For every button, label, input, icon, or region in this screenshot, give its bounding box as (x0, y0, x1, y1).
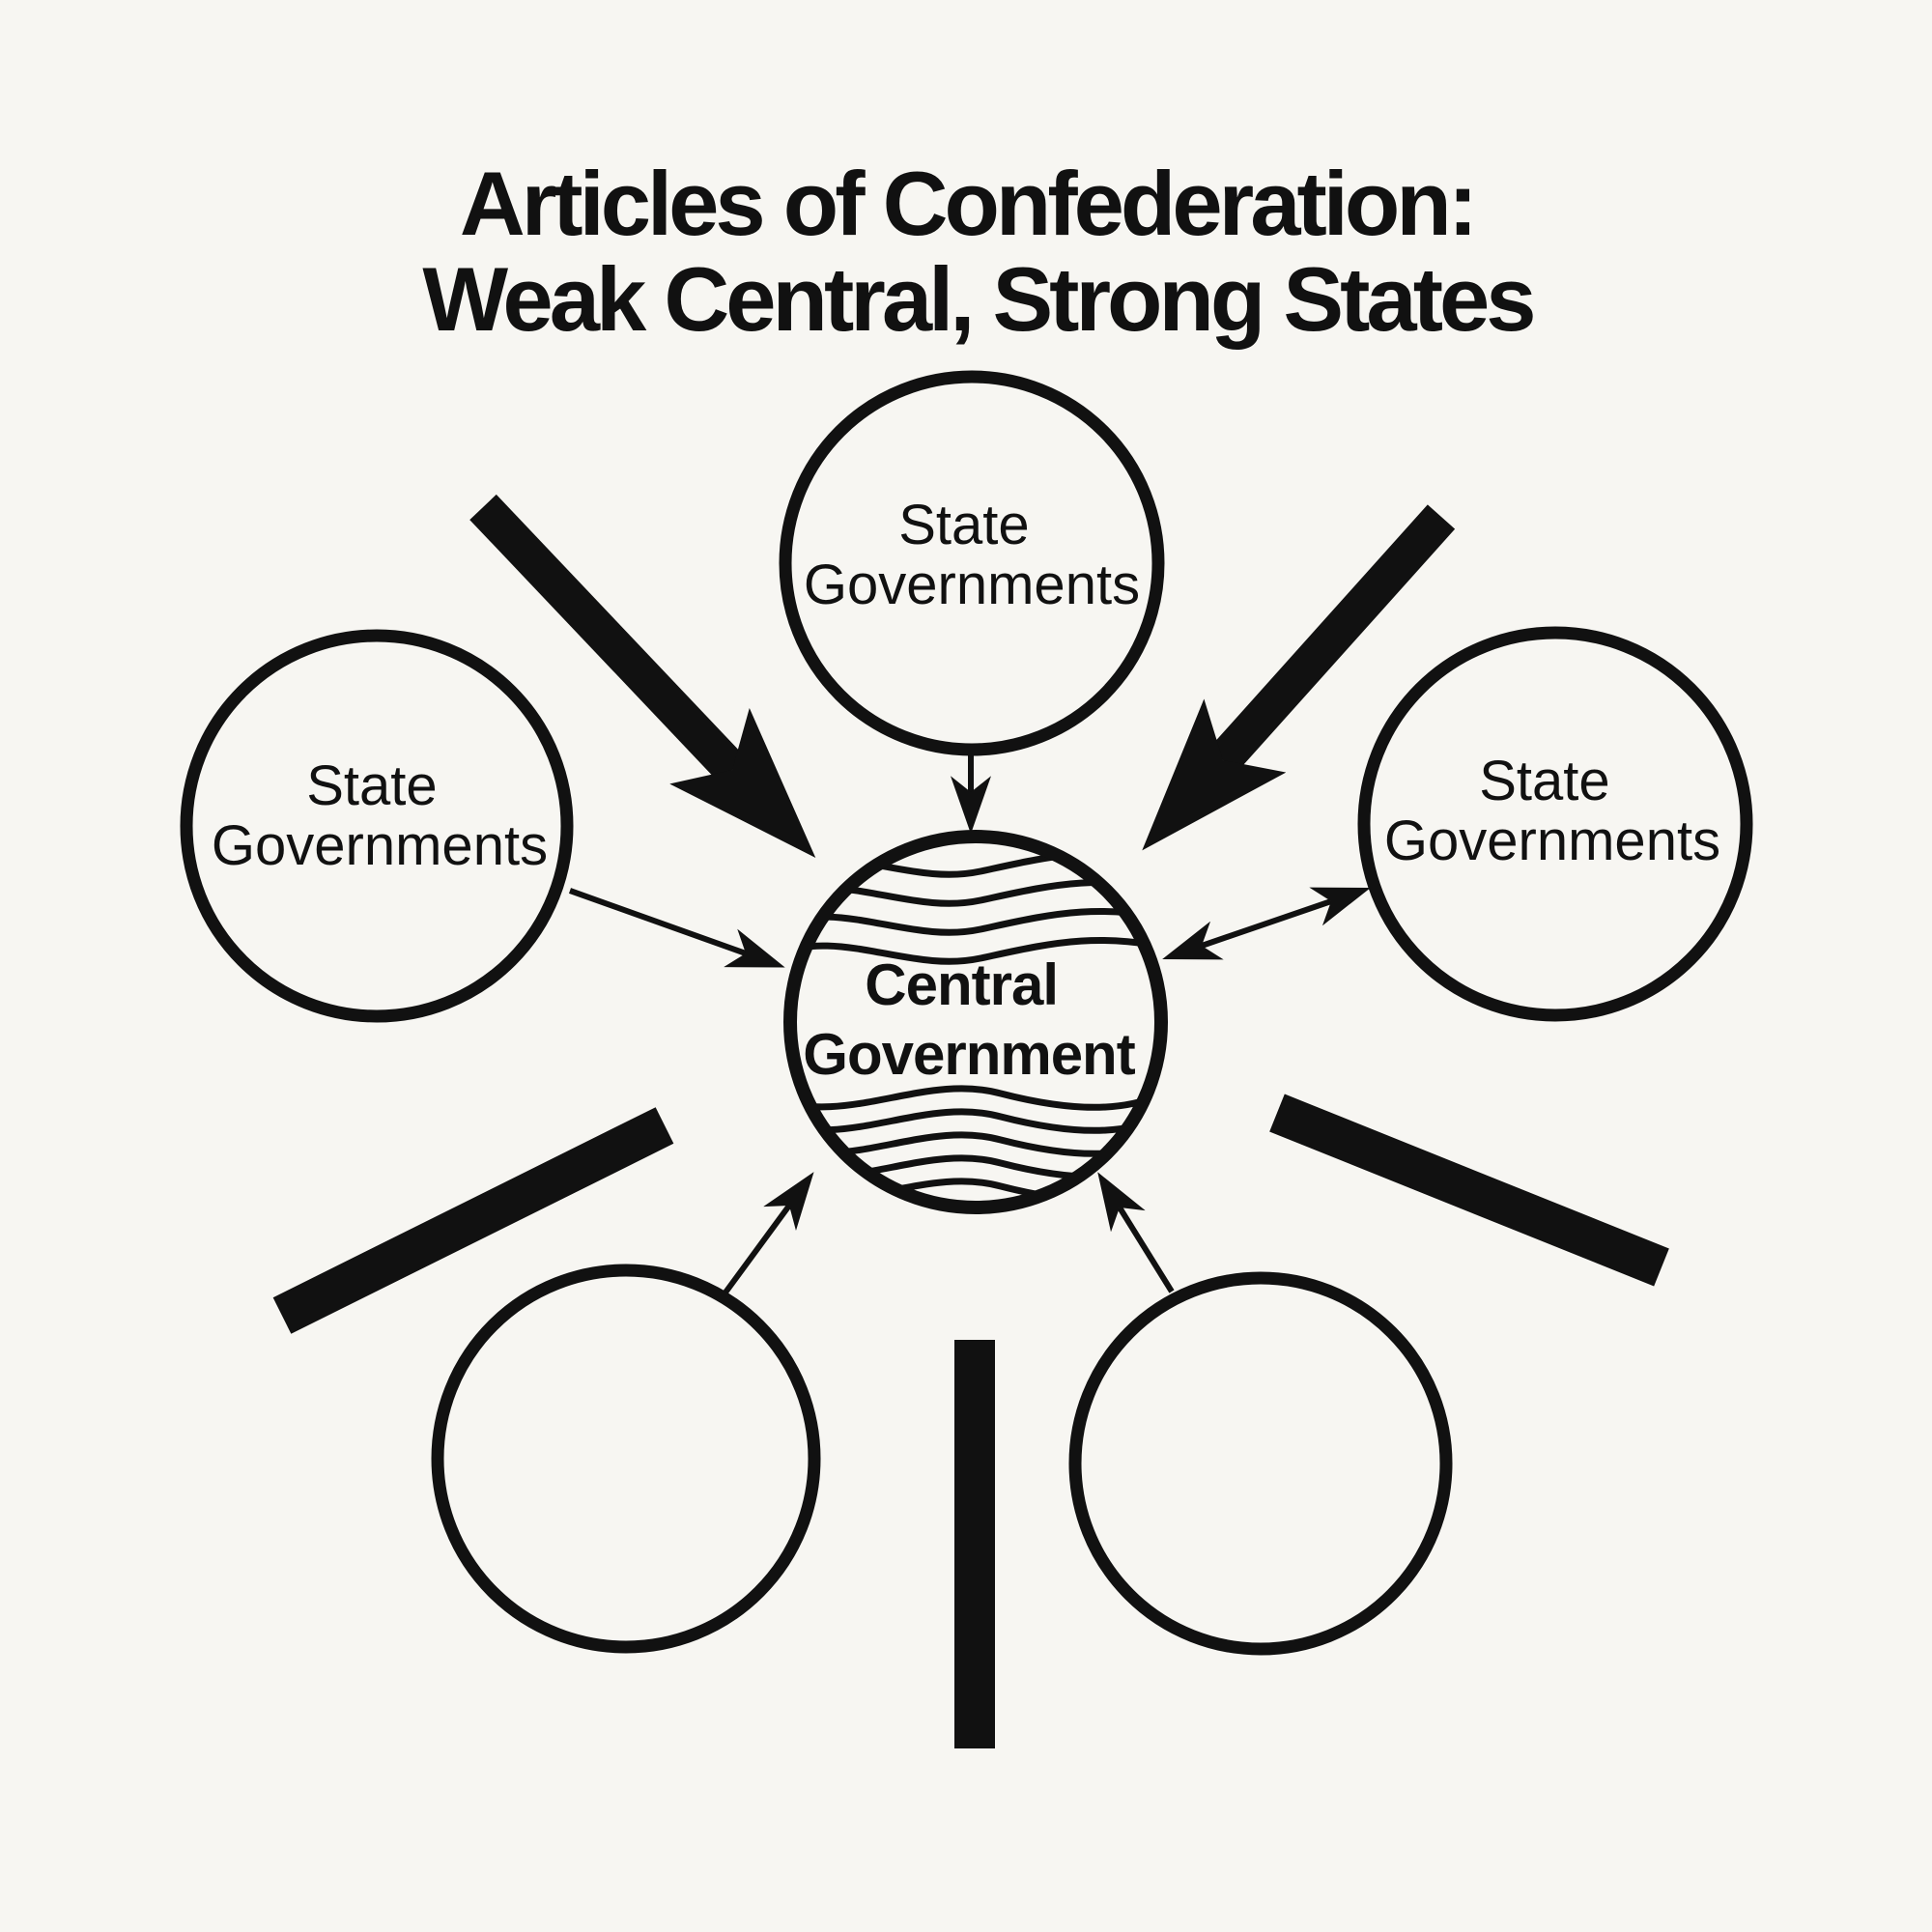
state-node-top-label: State Governments (804, 494, 1140, 616)
thick-arrow-upper-right (1142, 504, 1456, 851)
state-node-left: State Governments (180, 629, 574, 1023)
state-node-bottom-left-circle (431, 1264, 821, 1654)
diagram-title: Articles of Confederation: Weak Central,… (422, 153, 1533, 350)
connector-left-to-center (568, 888, 785, 968)
diagram-title-line-1: Articles of Confederation: (460, 153, 1474, 254)
connector-right-center-double (1162, 887, 1371, 960)
thick-bar-mid-left (272, 1107, 674, 1334)
diagram-title-line-2: Weak Central, Strong States (422, 248, 1533, 350)
state-node-left-label: State Governments (212, 754, 548, 877)
connector-bottom-right-to-center (1097, 1172, 1175, 1293)
central-government-circle (783, 830, 1168, 1214)
thick-bar-mid-right (1269, 1094, 1669, 1287)
state-node-right-label: State Governments (1384, 750, 1720, 872)
state-node-right: State Governments (1357, 626, 1753, 1022)
thick-arrow-upper-left (469, 494, 816, 858)
state-node-left-circle (180, 629, 574, 1023)
connector-bottom-left-to-center (720, 1172, 814, 1298)
state-node-top-circle (779, 370, 1165, 756)
state-node-bottom-right-circle (1068, 1271, 1453, 1656)
central-government-label: Central Government (803, 952, 1135, 1087)
state-node-right-circle (1357, 626, 1753, 1022)
central-government-node: Central Government (783, 830, 1168, 1214)
state-node-top: State Governments (779, 370, 1165, 756)
